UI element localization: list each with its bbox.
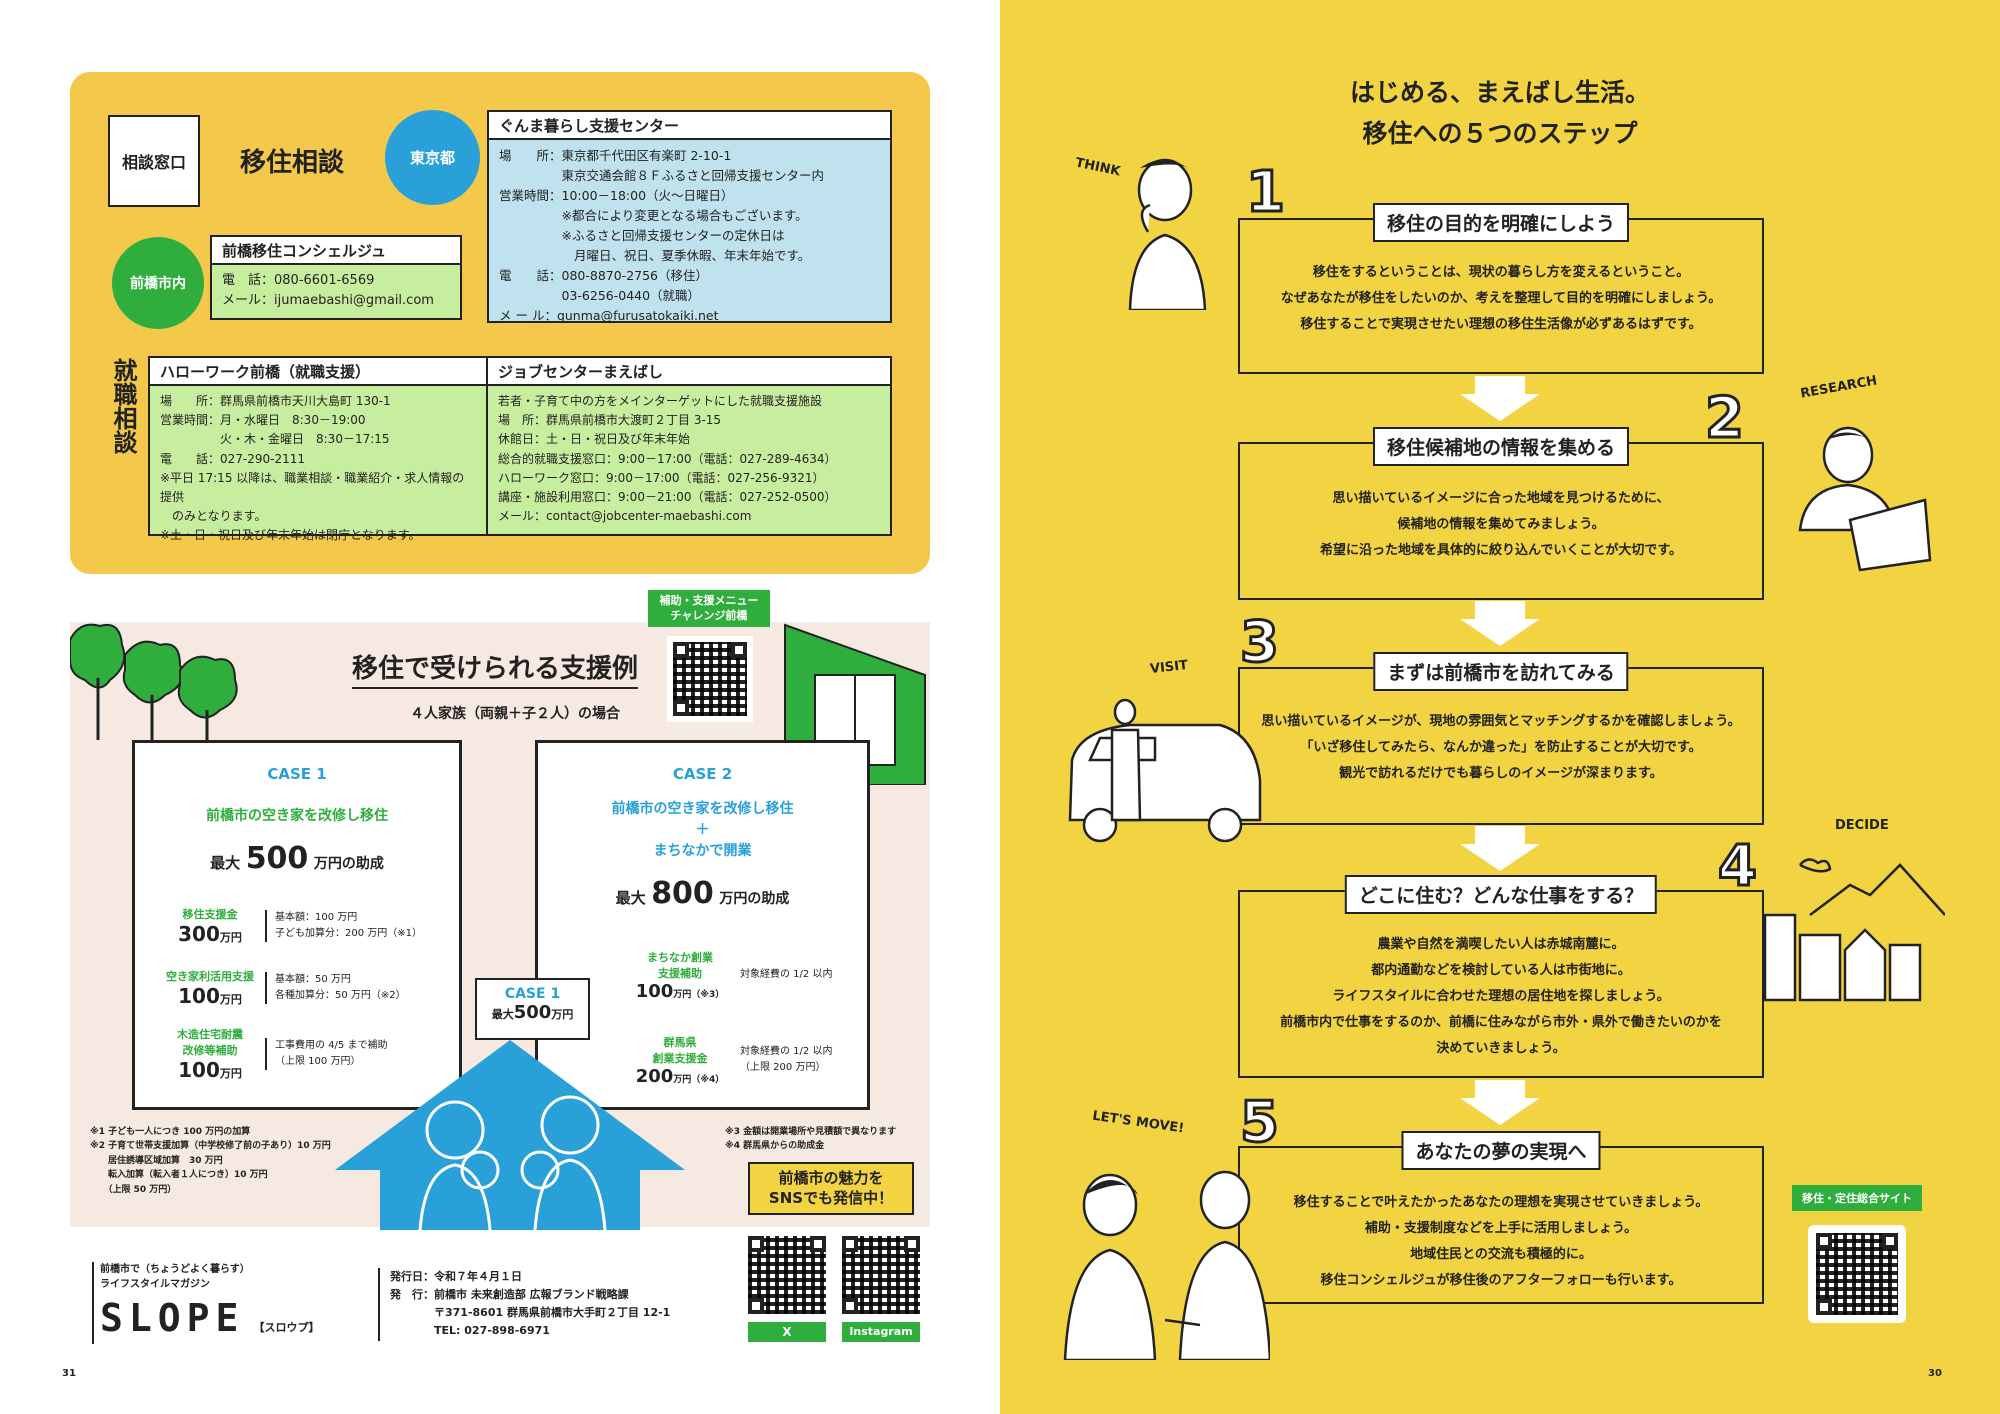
case2-label: CASE 2 — [672, 765, 733, 783]
step-2-title: 移住候補地の情報を集める — [1372, 427, 1630, 466]
two-people-illustration — [1063, 1170, 1270, 1360]
site-qr[interactable] — [1808, 1225, 1906, 1323]
support-subtitle: ４人家族（両親＋子２人）の場合 — [410, 706, 620, 722]
job-consult-vertical: 就職相談 — [109, 358, 137, 454]
tokyo-badge: 東京都 — [385, 110, 480, 205]
hellowork-box: ハローワーク前橋（就職支援） 場 所：群馬県前橋市天川大島町 130-1 営業時… — [148, 356, 488, 542]
step-5-title: あなたの夢の実現へ — [1401, 1131, 1601, 1170]
step-2-number: 2 — [1704, 385, 1746, 453]
case2-mini-case1: CASE 1 最大500万円 — [475, 978, 590, 1040]
consult-label-box: 相談窓口 — [108, 115, 200, 207]
case2-desc: 前橋市の空き家を改修し移住 ＋ まちなかで開業 — [611, 801, 794, 859]
step-4-title: どこに住む？どんな仕事をする？ — [1344, 875, 1658, 914]
step-3-box: まずは前橋市を訪れてみる 思い描いているイメージが、現地の雰囲気とマッチングする… — [1238, 652, 1764, 825]
car-visit-illustration — [1068, 698, 1262, 843]
hellowork-body: 場 所：群馬県前橋市天川大島町 130-1 営業時間：月・水曜日 8:30－19… — [160, 394, 465, 543]
site-label: 移住・定住総合サイト — [1792, 1185, 1922, 1211]
town-mountain-illustration — [1763, 858, 1945, 1002]
sns-instagram-link[interactable]: Instagram — [842, 1322, 920, 1342]
support-menu-label: 補助・支援メニュー チャレンジ前橋 — [648, 590, 770, 627]
hellowork-title: ハローワーク前橋（就職支援） — [150, 358, 486, 386]
step-1-number: 1 — [1245, 159, 1287, 227]
case2-card: CASE 2 前橋市の空き家を改修し移住 ＋ まちなかで開業 最大 800 万円… — [535, 740, 870, 1110]
step-5-text: 移住することで叶えたかったあなたの理想を実現させていきましょう。 補助・支援制度… — [1293, 1195, 1709, 1288]
support-notes-right: ※3 金額は開業場所や見積額で異なります ※4 群馬県からの助成金 — [725, 1127, 897, 1152]
colophon: 前橋市で（ちょうどよく暮らす） ライフスタイルマガジン SLOPE 【スロウプ】 — [92, 1262, 377, 1344]
slope-logo-reading: 【スロウプ】 — [253, 1321, 320, 1334]
step-1-title: 移住の目的を明確にしよう — [1372, 203, 1630, 242]
sns-label: 前橋市の魅力を SNSでも発信中！ — [748, 1162, 914, 1215]
migration-consult-title: 移住相談 — [240, 148, 345, 178]
support-notes-left: ※1 子ども一人につき 100 万円の加算 ※2 子育て世帯支援加算（中学校修了… — [90, 1127, 331, 1195]
case1-desc: 前橋市の空き家を改修し移住 — [206, 808, 388, 824]
slope-logo: SLOPE — [100, 1296, 245, 1340]
case2-max: 最大 800 万円の助成 — [615, 876, 790, 911]
support-menu-qr[interactable] — [667, 636, 753, 722]
case1-card: CASE 1 前橋市の空き家を改修し移住 最大 500 万円の助成 — [132, 740, 462, 1110]
colophon-tagline: 前橋市で（ちょうどよく暮らす） ライフスタイルマガジン — [100, 1264, 250, 1290]
step-1-box: 移住の目的を明確にしよう 移住をするということは、現状の暮らし方を変えるというこ… — [1238, 203, 1764, 374]
step-arrow — [1460, 826, 1540, 871]
trees-illustration — [70, 623, 238, 755]
case1-max: 最大 500 万円の助成 — [210, 841, 384, 876]
page-number-right: 30 — [1928, 1368, 1942, 1379]
sns-x-qr[interactable] — [748, 1236, 826, 1314]
jobcenter-box: ジョブセンターまえばし 若者・子育て中の方をメインターゲットにした就職支援施設 … — [486, 356, 892, 536]
page-number-left: 31 — [62, 1368, 76, 1379]
step-4-text: 農業や自然を満喫したい人は赤城南麓に。 都内通勤などを検討している人は市街地に。… — [1280, 937, 1722, 1056]
consult-label: 相談窓口 — [121, 153, 186, 172]
sns-x-link[interactable]: X — [748, 1322, 826, 1342]
thinking-person-illustration — [1128, 158, 1207, 310]
step-4-tag: DECIDE — [1835, 818, 1889, 833]
researching-person-illustration — [1798, 426, 1932, 572]
gunma-center-box: ぐんま暮らし支援センター 場 所：東京都千代田区有楽町 2-10-1 東京交通会… — [487, 110, 892, 323]
step-arrow — [1460, 376, 1540, 421]
concierge-title: 前橋移住コンシェルジュ — [212, 237, 460, 265]
concierge-body: 電 話：080-6601-6569 メール：ijumaebashi@gmail.… — [222, 273, 434, 309]
steps-title: はじめる、まえばし生活。 移住への５つのステップ — [1349, 78, 1650, 149]
gunma-center-title: ぐんま暮らし支援センター — [489, 112, 890, 140]
jobcenter-body: 若者・子育て中の方をメインターゲットにした就職支援施設 場 所：群馬県前橋市大渡… — [498, 394, 837, 524]
family-house-illustration — [335, 1040, 685, 1230]
step-1-text: 移住をするということは、現状の暮らし方を変えるということ。 なぜあなたが移住をし… — [1280, 265, 1722, 332]
colophon-info: 発行日：令和７年４月１日 発 行：前橋市 未来創造部 広報ブランド戦略課 〒37… — [378, 1268, 670, 1341]
step-5-number: 5 — [1239, 1089, 1281, 1157]
concierge-box: 前橋移住コンシェルジュ 電 話：080-6601-6569 メール：ijumae… — [210, 235, 462, 320]
step-4-number: 4 — [1717, 833, 1759, 901]
step-4-box: どこに住む？どんな仕事をする？ 農業や自然を満喫したい人は赤城南麓に。 都内通勤… — [1238, 875, 1764, 1078]
sns-instagram-qr[interactable] — [842, 1236, 920, 1314]
gunma-center-body: 場 所：東京都千代田区有楽町 2-10-1 東京交通会館８Ｆふるさと回帰支援セン… — [499, 148, 825, 323]
left-page: 相談窓口 移住相談 東京都 前橋市内 ぐんま暮らし支援センター 場 所：東京都千… — [62, 72, 930, 1379]
step-arrow — [1460, 1080, 1540, 1125]
jobcenter-title: ジョブセンターまえばし — [488, 358, 890, 386]
city-badge: 前橋市内 — [112, 237, 204, 329]
step-3-title: まずは前橋市を訪れてみる — [1373, 652, 1629, 691]
step-2-text: 思い描いているイメージに合った地域を見つけるために、 候補地の情報を集めてみまし… — [1319, 491, 1683, 558]
step-3-number: 3 — [1239, 609, 1281, 677]
step-arrow — [1460, 601, 1540, 646]
step-3-text: 思い描いているイメージが、現地の雰囲気とマッチングするかを確認しましょう。 「い… — [1261, 714, 1741, 781]
step-2-box: 移住候補地の情報を集める 思い描いているイメージに合った地域を見つけるために、 … — [1238, 427, 1764, 600]
support-title: 移住で受けられる支援例 — [352, 648, 639, 689]
step-5-box: あなたの夢の実現へ 移住することで叶えたかったあなたの理想を実現させていきましょ… — [1238, 1131, 1764, 1304]
case1-label: CASE 1 — [267, 765, 327, 783]
